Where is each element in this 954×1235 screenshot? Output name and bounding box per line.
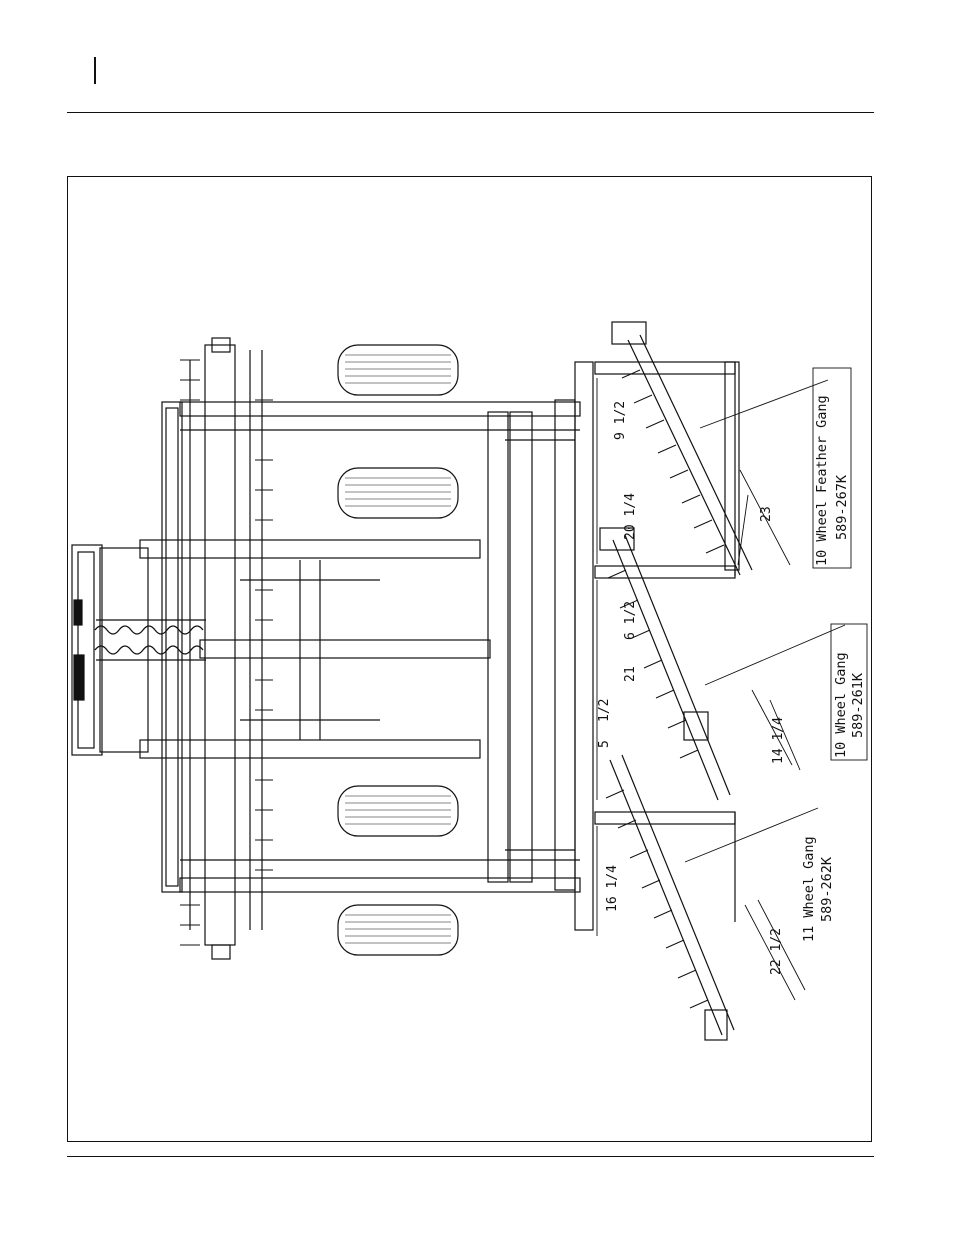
dim-16-1-4: 16 1/4 <box>605 865 620 912</box>
label-10-gang-line1: 10 Wheel Gang <box>833 652 849 758</box>
label-feather-gang-line2: 589-267K <box>834 474 850 540</box>
label-11-gang-line1: 11 Wheel Gang <box>801 836 817 942</box>
dim-21: 21 <box>623 666 638 682</box>
label-feather-gang-line1: 10 Wheel Feather Gang <box>814 395 830 566</box>
hose-spring <box>95 626 203 654</box>
dim-1-2: 1/2 <box>597 699 612 722</box>
dim-23: 23 <box>759 506 774 522</box>
main-frame <box>140 362 593 930</box>
dimension-lines <box>597 378 805 1000</box>
dim-5: 5 <box>597 740 612 748</box>
hitch-assembly <box>72 545 206 755</box>
front-gang-row <box>180 338 273 959</box>
dim-20-1-4: 20 1/4 <box>623 493 638 540</box>
dim-14-1-4: 14 1/4 <box>771 717 786 764</box>
dim-6-1-2: 6 1/2 <box>623 601 638 640</box>
dim-22-1-2: 22 1/2 <box>769 928 784 975</box>
label-11-gang-line2: 589-262K <box>819 856 835 922</box>
rear-gang-frame <box>595 362 739 922</box>
tires <box>338 345 458 955</box>
label-10-gang-line2: 589-261K <box>850 672 866 738</box>
dim-9-1-2: 9 1/2 <box>613 401 628 440</box>
